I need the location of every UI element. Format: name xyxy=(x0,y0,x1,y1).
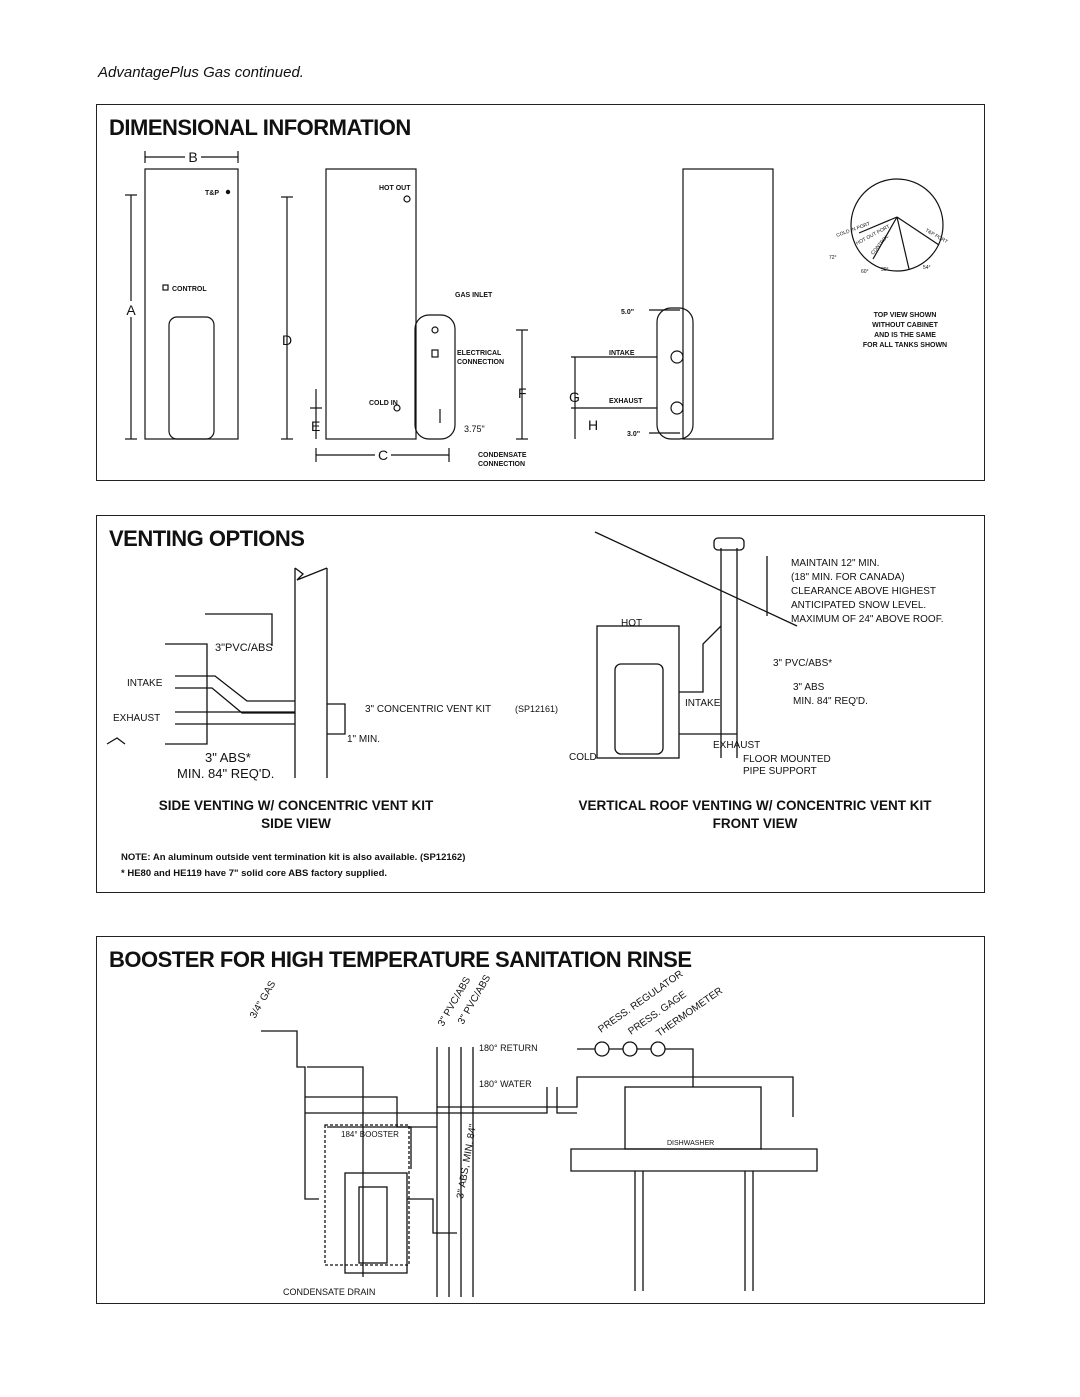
booster-heading: BOOSTER FOR HIGH TEMPERATURE SANITATION … xyxy=(109,947,692,972)
dim-a-label: A xyxy=(126,302,136,318)
return-label: 180° RETURN xyxy=(479,1043,538,1053)
roof-maintain-2: (18" MIN. FOR CANADA) xyxy=(791,572,905,583)
roof-maintain-4: ANTICIPATED SNOW LEVEL. xyxy=(791,600,926,611)
dim-50-label: 5.0" xyxy=(621,309,634,316)
deg-72-label: 72° xyxy=(829,255,837,261)
side-min-label: 1" MIN. xyxy=(347,734,380,745)
gas-line xyxy=(261,1030,319,1200)
thermometer-gauge xyxy=(650,1041,666,1057)
dim-d-label: D xyxy=(282,332,292,348)
dim-f-label: F xyxy=(518,385,527,401)
electrical-connection-label: CONNECTION xyxy=(457,359,504,366)
caption-roof-2: FRONT VIEW xyxy=(712,816,798,831)
side-pvc-label: 3"PVC/ABS xyxy=(215,642,273,654)
venting-heading: VENTING OPTIONS xyxy=(109,526,305,551)
side-wall xyxy=(294,568,328,778)
deg-39-label: 39° xyxy=(881,267,889,273)
intake-label: INTAKE xyxy=(609,350,635,357)
top-view-note-1: TOP VIEW SHOWN xyxy=(874,312,937,319)
booster-heater xyxy=(344,1172,408,1274)
control-label: CONTROL xyxy=(172,286,207,293)
dimensional-diagram: B A T&P CONTROL HOT OUT GAS INLET ELECTR… xyxy=(123,149,949,468)
booster-label: 184° BOOSTER xyxy=(341,1130,399,1139)
rear-cabinet xyxy=(682,168,774,440)
side-intake-label: INTAKE xyxy=(127,678,163,689)
roof-exhaust-label: EXHAUST xyxy=(713,740,760,751)
roof-floor-1: FLOOR MOUNTED xyxy=(743,754,831,765)
condensate-connection-label: CONNECTION xyxy=(478,461,525,468)
caption-roof-1: VERTICAL ROOF VENTING W/ CONCENTRIC VENT… xyxy=(578,798,932,813)
dim-375-label: 3.75" xyxy=(464,424,485,434)
top-view-circle xyxy=(850,178,944,272)
caption-side-2: SIDE VIEW xyxy=(261,816,331,831)
booster-panel: BOOSTER FOR HIGH TEMPERATURE SANITATION … xyxy=(96,936,985,1304)
rear-boiler-box xyxy=(656,307,694,440)
hot-out-label: HOT OUT xyxy=(379,185,411,192)
gas-label: 3/4" GAS xyxy=(248,979,278,1021)
top-view-note-4: FOR ALL TANKS SHOWN xyxy=(863,342,947,349)
booster-diagram: 3/4" GAS 3" PVC/ABS 3" PVC/ABS PRESS. RE… xyxy=(248,969,818,1297)
front-cabinet xyxy=(144,168,239,440)
dim-g-label: G xyxy=(569,389,580,405)
top-view-note-2: WITHOUT CABINET xyxy=(872,322,938,329)
roof-maintain-5: MAXIMUM OF 24" ABOVE ROOF. xyxy=(791,614,943,625)
dim-c-label: C xyxy=(378,447,388,463)
venting-options-panel: VENTING OPTIONS 3"PVC/ABS INTAKE EXHAUST… xyxy=(96,515,985,893)
roof-hot-label: HOT xyxy=(621,618,642,629)
caption-side-1: SIDE VENTING W/ CONCENTRIC VENT KIT xyxy=(158,798,434,813)
roof-floor-2: PIPE SUPPORT xyxy=(743,766,817,777)
deg-54-label: 54° xyxy=(923,265,931,271)
dishwasher-label: DISHWASHER xyxy=(667,1140,714,1147)
dim-b-label: B xyxy=(188,149,197,165)
side-kit-label: 3" CONCENTRIC VENT KIT xyxy=(365,704,491,715)
roof-water-heater xyxy=(596,625,680,759)
water-pipes xyxy=(305,1096,437,1128)
side-boiler-box xyxy=(414,314,456,440)
roof-vent-pipe xyxy=(720,548,738,758)
dim-30-label: 3.0" xyxy=(627,431,640,438)
side-kit-code: (SP12161) xyxy=(515,704,558,714)
roof-intake-label: INTAKE xyxy=(685,698,721,709)
roof-maintain-1: MAINTAIN 12" MIN. xyxy=(791,558,879,569)
roof-abs-label: 3" ABS xyxy=(793,682,825,693)
side-exhaust-label: EXHAUST xyxy=(113,713,160,724)
side-abs-label: 3" ABS* xyxy=(205,750,251,765)
roof-pvc-label: 3" PVC/ABS* xyxy=(773,658,832,669)
drain-label: CONDENSATE DRAIN xyxy=(283,1287,375,1297)
side-abs-min-label: MIN. 84" REQ'D. xyxy=(177,766,274,781)
roof-maintain-3: CLEARANCE ABOVE HIGHEST xyxy=(791,586,936,597)
exhaust-label: EXHAUST xyxy=(609,398,643,405)
venting-note-1: NOTE: An aluminum outside vent terminati… xyxy=(121,852,466,863)
press-regulator-gauge xyxy=(594,1041,610,1057)
dim-e-label: E xyxy=(311,418,320,434)
front-panel-window xyxy=(168,316,215,440)
side-cabinet xyxy=(325,168,417,440)
roof-line xyxy=(594,531,798,627)
cold-in-label: COLD IN xyxy=(369,400,398,407)
gas-inlet-label: GAS INLET xyxy=(455,292,493,299)
venting-note-2: * HE80 and HE119 have 7" solid core ABS … xyxy=(121,868,388,879)
page-subtitle: AdvantagePlus Gas continued. xyxy=(98,64,304,81)
water-label: 180° WATER xyxy=(479,1079,532,1089)
electrical-label: ELECTRICAL xyxy=(457,350,502,357)
dimensional-heading: DIMENSIONAL INFORMATION xyxy=(109,115,411,140)
deg-60-label: 60° xyxy=(861,269,869,275)
press-gage-gauge xyxy=(622,1041,638,1057)
dim-h-label: H xyxy=(588,417,598,433)
dimensional-information-panel: DIMENSIONAL INFORMATION B A T&P CONTROL … xyxy=(96,104,985,481)
roof-cold-label: COLD xyxy=(569,752,597,763)
condensate-label: CONDENSATE xyxy=(478,452,527,459)
tp-label: T&P xyxy=(205,190,219,197)
top-view-note-3: AND IS THE SAME xyxy=(874,332,936,339)
side-intake-pipe xyxy=(175,675,295,714)
side-exhaust-pipe xyxy=(175,711,295,725)
abs-min-label: 3" ABS, MIN. 84" xyxy=(455,1123,479,1200)
venting-diagram: 3"PVC/ABS INTAKE EXHAUST 3" CONCENTRIC V… xyxy=(106,531,943,781)
roof-abs-min-label: MIN. 84" REQ'D. xyxy=(793,696,868,707)
